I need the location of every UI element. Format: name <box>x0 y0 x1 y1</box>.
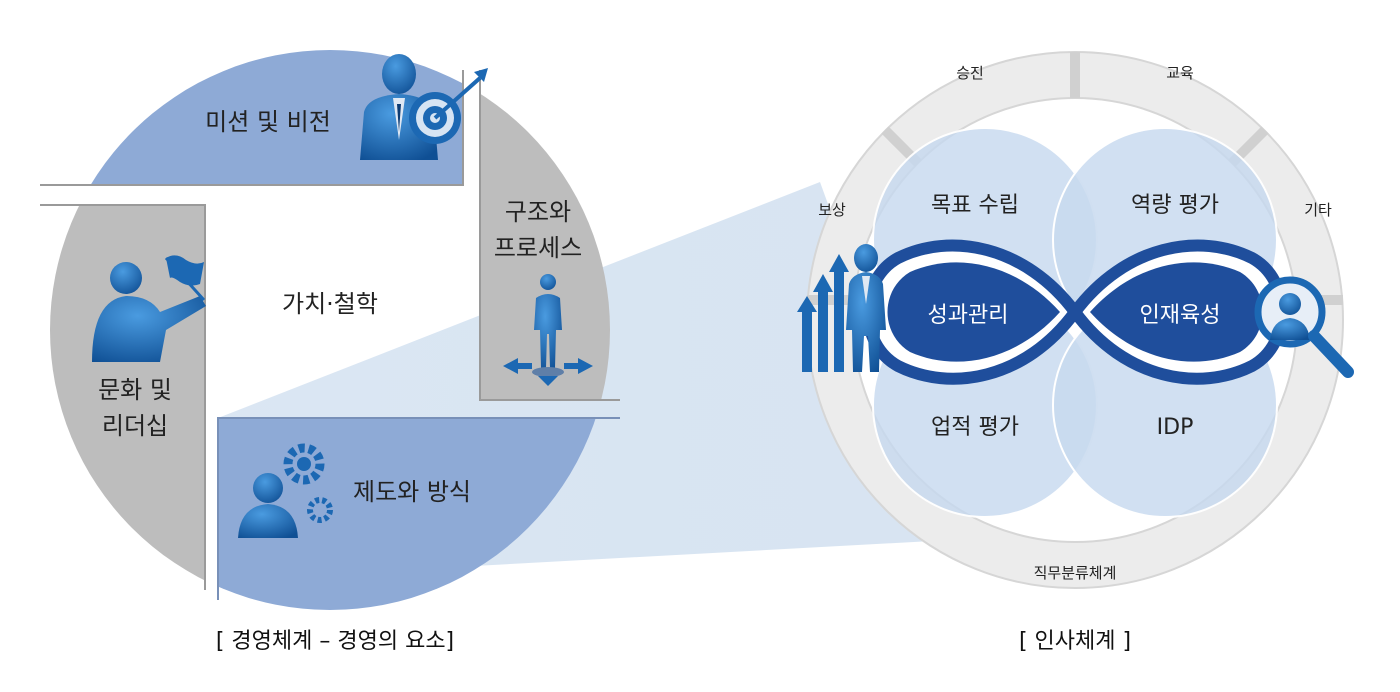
woman-magnifier-icon <box>1254 276 1354 378</box>
ring-promotion: 승진 <box>956 64 984 82</box>
performance-eval-label: 업적 평가 <box>931 415 1019 440</box>
person-flag-icon <box>92 255 206 362</box>
system-method-label: 제도와 방식 <box>353 478 471 506</box>
goal-setting-label: 목표 수립 <box>931 193 1019 218</box>
ring-compensation: 보상 <box>818 201 846 219</box>
person-gears-icon <box>238 443 333 538</box>
businessman-target-icon <box>360 54 488 160</box>
culture-label-line2: 리더십 <box>102 412 168 440</box>
standing-man-arrows-icon <box>503 274 593 386</box>
hr-system-diagram: 승진 교육 보상 기타 직무분류체계 목표 수립 역량 평가 업적 평가 IDP… <box>797 51 1354 654</box>
ring-job-classification: 직무분류체계 <box>1034 564 1117 582</box>
left-caption: [ 경영체계 – 경영의 요소] <box>216 629 454 654</box>
structure-label-line1: 구조와 <box>505 198 571 226</box>
center-label: 가치·철학 <box>282 290 378 318</box>
structure-label-line2: 프로세스 <box>494 234 582 262</box>
performance-mgmt-label: 성과관리 <box>928 303 1009 328</box>
ring-education: 교육 <box>1166 64 1194 82</box>
businessman-icon <box>846 244 886 372</box>
idp-label: IDP <box>1157 415 1194 440</box>
growth-arrows-icon <box>797 254 849 372</box>
talent-development-label: 인재육성 <box>1140 303 1221 328</box>
culture-label-line1: 문화 및 <box>98 376 172 404</box>
ring-other: 기타 <box>1304 201 1332 219</box>
mission-vision-label: 미션 및 비전 <box>205 108 331 136</box>
right-caption: [ 인사체계 ] <box>1019 629 1131 654</box>
competency-eval-label: 역량 평가 <box>1131 193 1219 218</box>
